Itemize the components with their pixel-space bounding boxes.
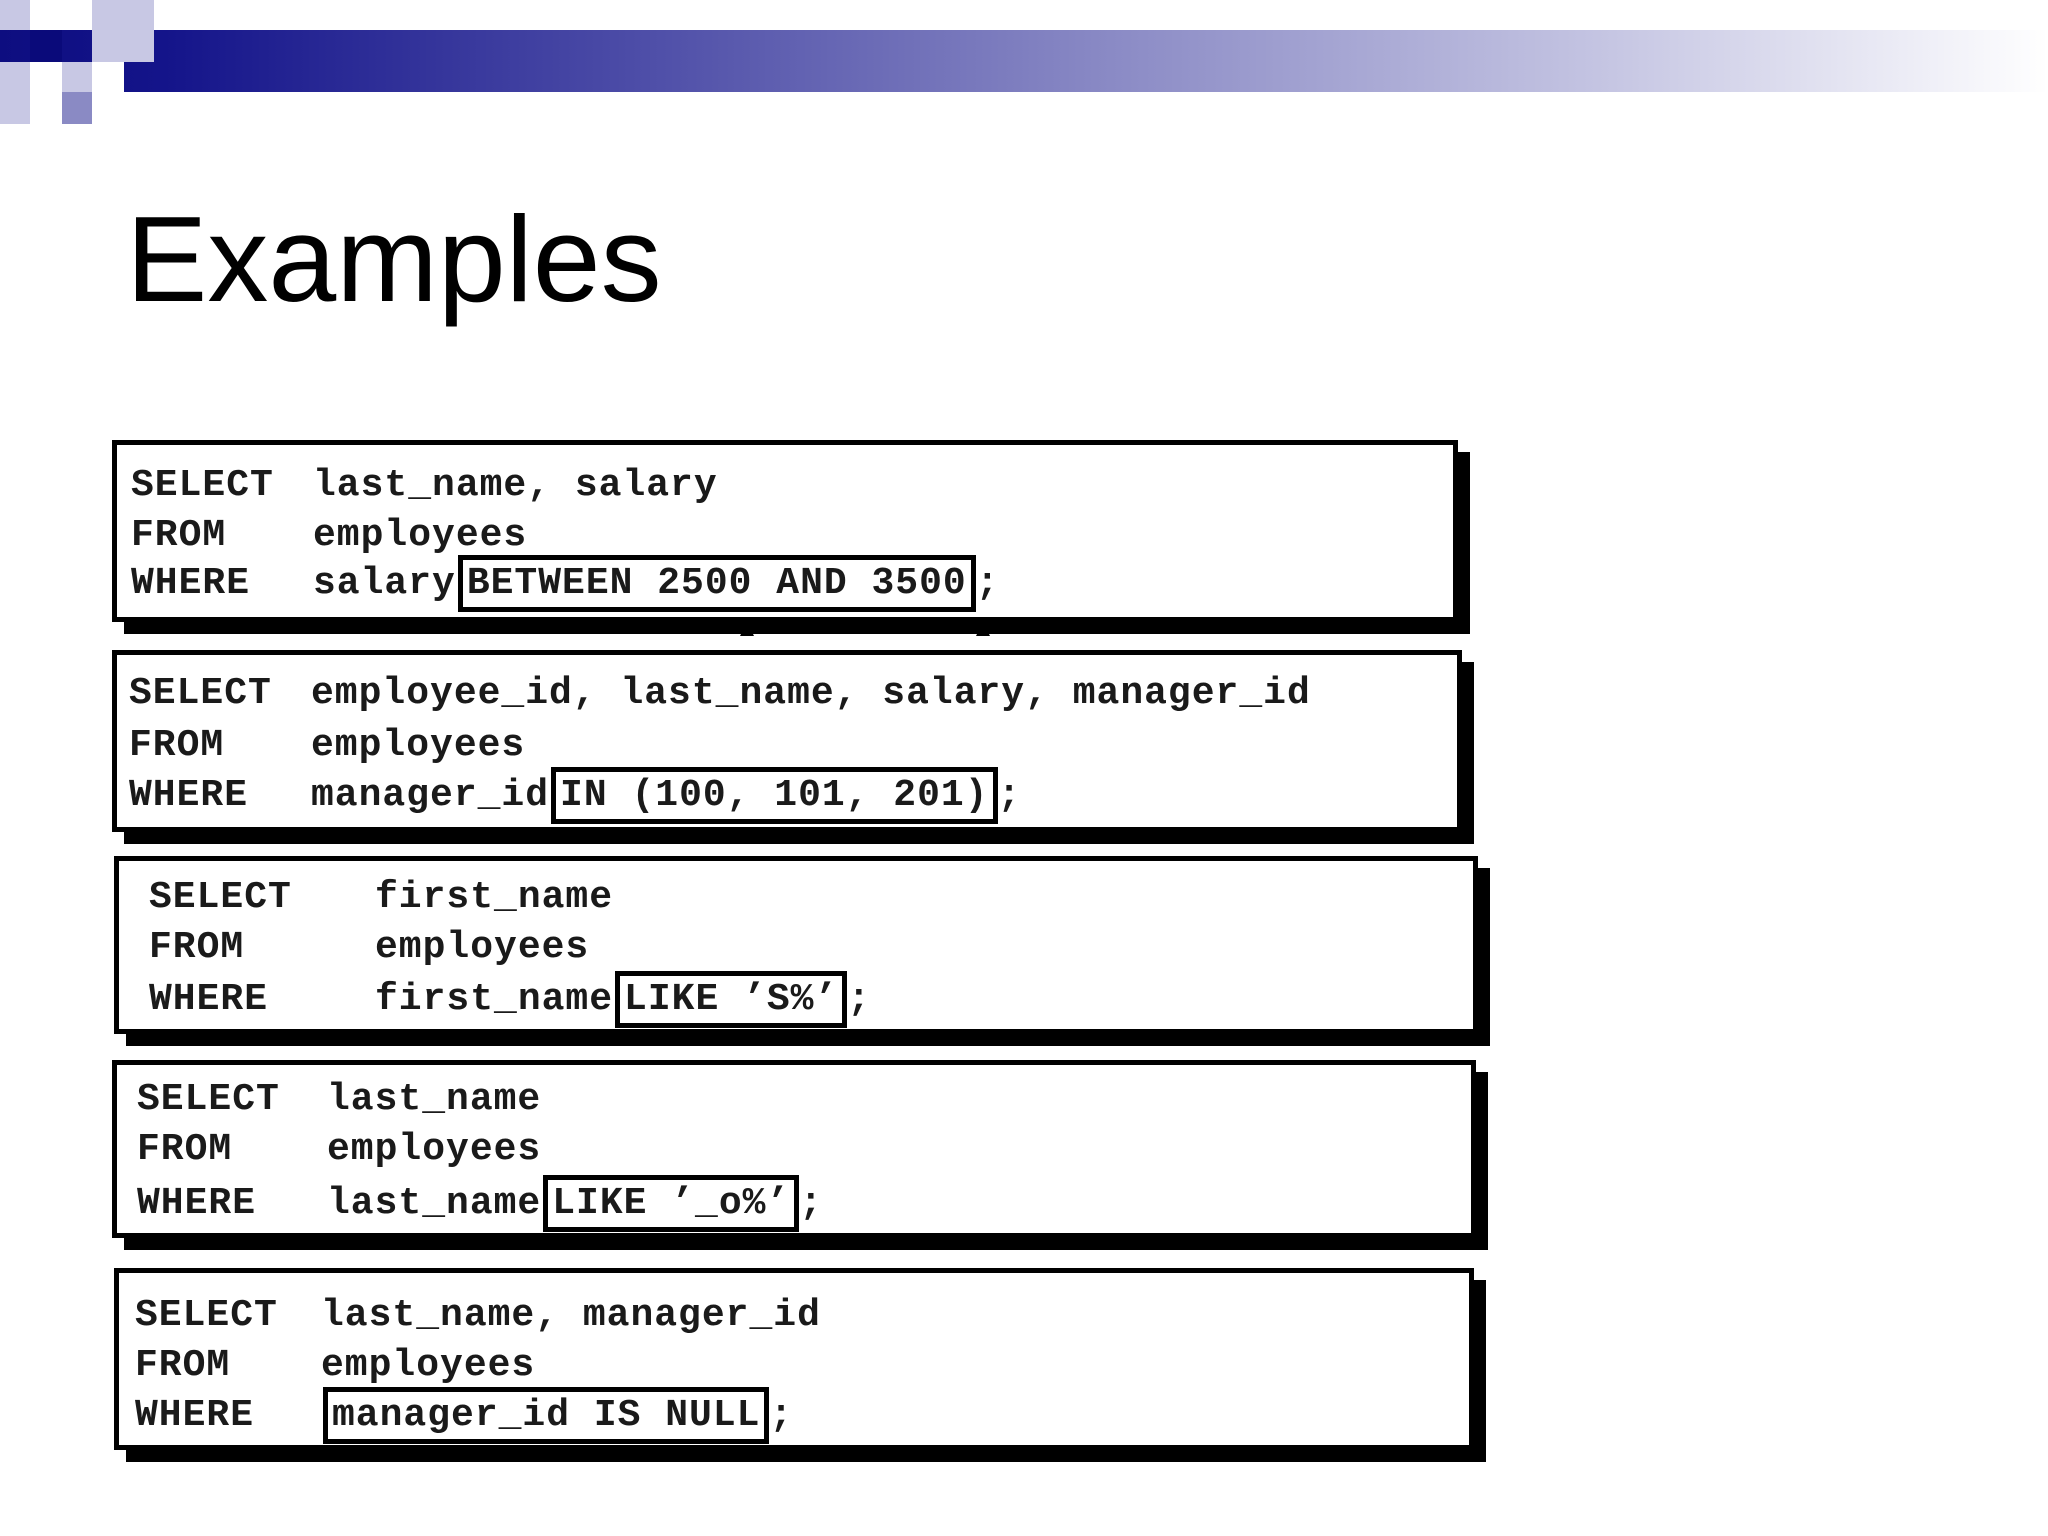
header-gradient-bar [0,30,2048,92]
header-deco-square [0,62,30,124]
header-deco-square [62,62,92,92]
header-deco-square [0,0,30,30]
header-deco-square [62,92,92,124]
page-title: Examples [126,191,662,327]
connector-arrow [740,622,754,636]
connector-arrow [976,622,990,636]
highlighted-condition: IN (100, 101, 201) [551,767,998,824]
highlighted-condition: BETWEEN 2500 AND 3500 [457,555,976,612]
header-deco-square [92,30,154,62]
highlighted-condition: manager_id IS NULL [323,1387,770,1444]
header-deco-square [30,30,62,62]
header-deco-square [92,0,154,30]
highlighted-condition: LIKE ’S%’ [615,971,848,1028]
highlighted-condition: LIKE ’_o%’ [543,1175,800,1232]
